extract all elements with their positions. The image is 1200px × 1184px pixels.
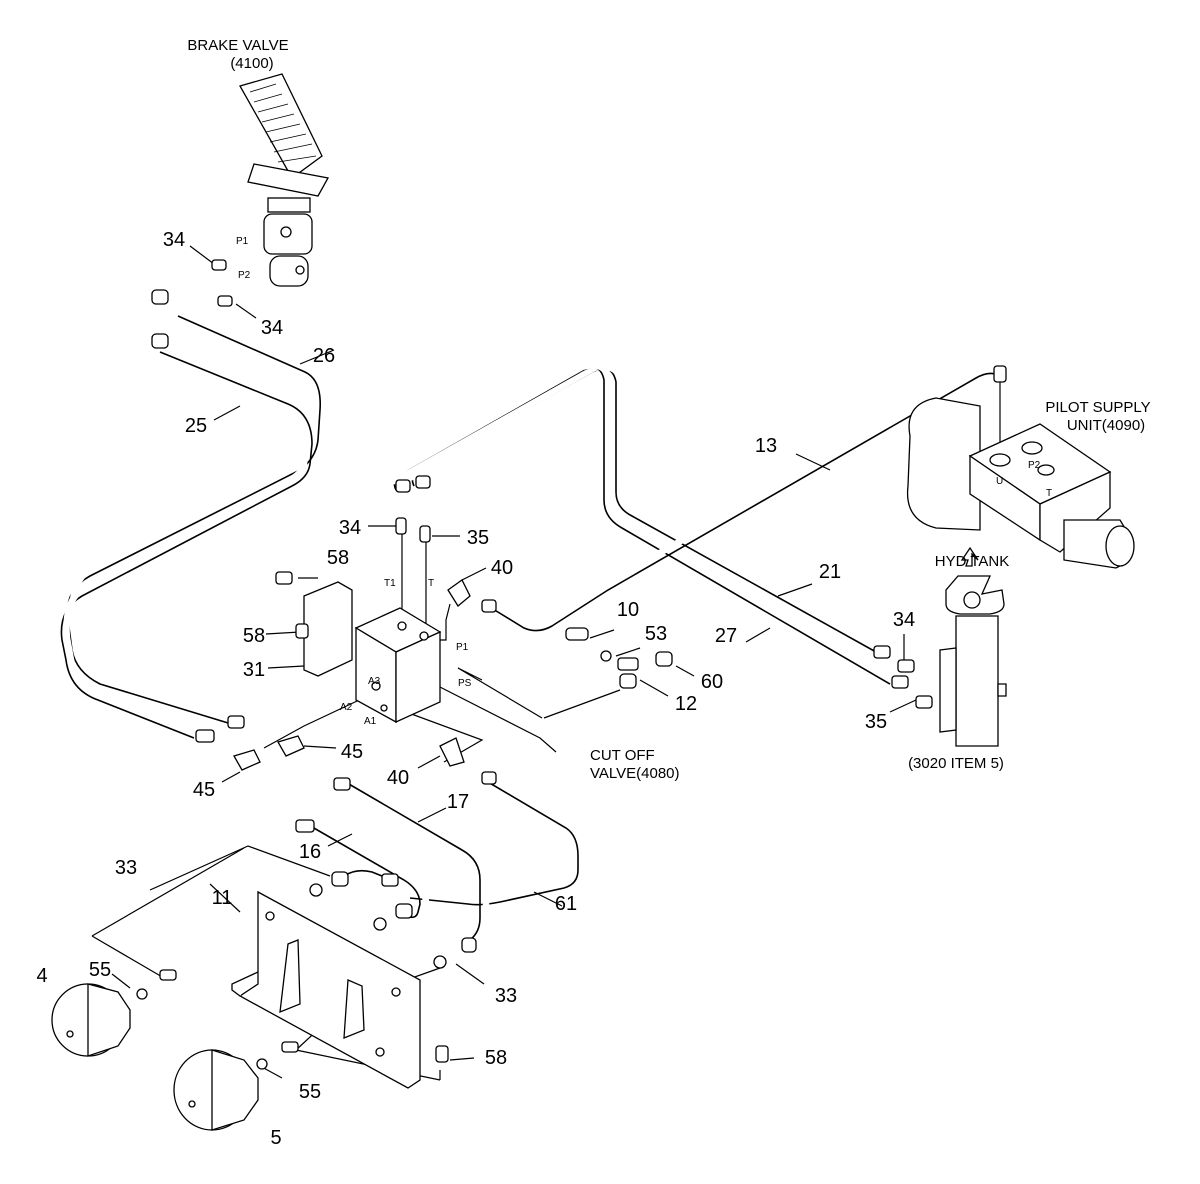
- hose-13: [486, 365, 1001, 632]
- callout-40: 40: [387, 767, 409, 789]
- hose-16: [298, 811, 430, 927]
- callout-11: 11: [212, 887, 233, 909]
- fittings: [136, 259, 1007, 1070]
- mounting-bracket-11: [231, 890, 421, 1089]
- hyd-tank-note: (3020 ITEM 5): [908, 755, 1004, 772]
- callout-58: 58: [243, 625, 265, 647]
- port-label: PS: [458, 678, 472, 689]
- port-label: T1: [384, 578, 396, 589]
- accumulator-5: [173, 1049, 259, 1131]
- port-label: P2: [1028, 460, 1041, 471]
- callout-17: 17: [447, 791, 469, 813]
- port-label: P2: [238, 270, 251, 281]
- hose-25: [60, 351, 313, 739]
- callout-35: 35: [865, 711, 887, 733]
- callout-45: 45: [341, 741, 363, 763]
- callout-58: 58: [327, 547, 349, 569]
- callout-21: 21: [819, 561, 841, 583]
- bracket-31: [303, 581, 353, 677]
- callout-5: 5: [270, 1127, 281, 1149]
- callout-10: 10: [617, 599, 639, 621]
- hyd-tank-name: HYD TANK: [935, 553, 1009, 570]
- callout-34: 34: [261, 317, 283, 339]
- port-label: U: [996, 476, 1003, 487]
- hose-26: [66, 315, 322, 727]
- cut-off-valve-block: [303, 581, 442, 724]
- port-label: P1: [456, 642, 469, 653]
- pilot-supply-name: PILOT SUPPLY: [1045, 399, 1150, 416]
- callout-35: 35: [467, 527, 489, 549]
- callout-34: 34: [893, 609, 915, 631]
- port-label: A3: [368, 676, 381, 687]
- port-label: T: [428, 578, 434, 589]
- callout-31: 31: [243, 659, 265, 681]
- brake-valve-name: BRAKE VALVE: [187, 37, 288, 54]
- port-label: T: [1046, 488, 1052, 499]
- brake-valve-assembly: [239, 73, 330, 287]
- brake-valve-ref: (4100): [230, 55, 273, 72]
- hose-61: [409, 773, 588, 914]
- leader-lines: [91, 245, 1001, 1081]
- callout-61: 61: [555, 893, 577, 915]
- callout-55: 55: [299, 1081, 321, 1103]
- callout-40: 40: [491, 557, 513, 579]
- callout-26: 26: [313, 345, 335, 367]
- port-label: A1: [364, 716, 377, 727]
- hose-21: [410, 363, 880, 653]
- fitting-34: [211, 259, 227, 271]
- port-label: A2: [340, 702, 353, 713]
- callout-58: 58: [485, 1047, 507, 1069]
- hose-27: [392, 362, 894, 685]
- callout-25: 25: [185, 415, 207, 437]
- port-label: P1: [236, 236, 249, 247]
- callout-45: 45: [193, 779, 215, 801]
- callout-34: 34: [339, 517, 361, 539]
- callout-55: 55: [89, 959, 111, 981]
- pilot-supply-unit: [906, 397, 1135, 569]
- callout-13: 13: [755, 435, 777, 457]
- callout-12: 12: [675, 693, 697, 715]
- callout-27: 27: [715, 625, 737, 647]
- cut-off-valve-name: CUT OFF: [590, 747, 655, 764]
- hose-17: [340, 771, 490, 949]
- callout-33: 33: [495, 985, 517, 1007]
- callout-53: 53: [645, 623, 667, 645]
- hyd-tank-assembly: [939, 546, 1007, 747]
- callout-34: 34: [163, 229, 185, 251]
- cut-off-valve-name-2: VALVE(4080): [590, 765, 680, 782]
- callout-4: 4: [36, 965, 47, 987]
- callout-33: 33: [115, 857, 137, 879]
- callout-16: 16: [299, 841, 321, 863]
- callout-60: 60: [701, 671, 723, 693]
- pilot-supply-name-2: UNIT(4090): [1067, 417, 1145, 434]
- accumulator-4: [51, 983, 131, 1057]
